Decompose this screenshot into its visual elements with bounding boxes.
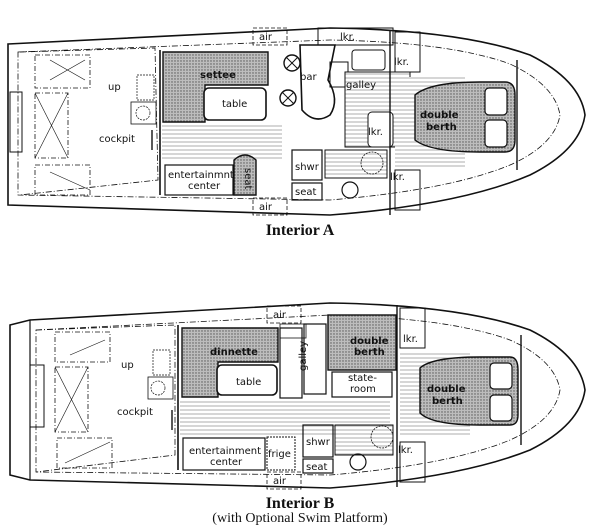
label-double-berth-aft-1: double xyxy=(350,336,389,347)
settee-shape xyxy=(162,51,269,123)
label-air-bottom: air xyxy=(273,476,287,487)
label-shwr: shwr xyxy=(295,162,320,173)
label-entertainment-2: center xyxy=(210,457,243,468)
caption-interior-a: Interior A xyxy=(265,222,335,239)
label-double-berth-fwd-1: double xyxy=(427,384,466,395)
label-table: table xyxy=(236,377,261,388)
hull-outline xyxy=(7,27,586,216)
label-double-berth-aft-2: berth xyxy=(354,347,385,358)
subcaption-interior-b: (with Optional Swim Platform) xyxy=(212,511,388,526)
label-double-berth-2: berth xyxy=(426,122,457,133)
label-lkr-fwd-bottom: lkr. xyxy=(390,172,405,183)
label-up: up xyxy=(108,82,121,93)
label-lkr-top: lkr. xyxy=(340,32,355,43)
label-entertainment-1: entertainmnt xyxy=(168,170,234,181)
interior-a-labels: air air lkr. lkr. lkr. lkr. settee table… xyxy=(99,32,459,213)
label-seat: seat xyxy=(295,187,316,198)
caption-interior-b: Interior B xyxy=(265,495,335,512)
label-seat-side: seat xyxy=(242,168,253,189)
label-entertainment-1: entertainment xyxy=(189,446,261,457)
label-settee: settee xyxy=(200,70,236,81)
label-stateroom-2: room xyxy=(350,384,376,395)
label-double-berth-1: double xyxy=(420,110,459,121)
label-lkr-fwd-top: lkr. xyxy=(394,57,409,68)
label-stateroom-1: state- xyxy=(348,373,377,384)
label-air-bottom: air xyxy=(259,202,273,213)
interior-a-plan xyxy=(7,27,586,216)
label-entertainment-2: center xyxy=(188,181,221,192)
interior-b-plan xyxy=(9,302,586,490)
label-air-top: air xyxy=(259,32,273,43)
label-dinnette: dinnette xyxy=(210,347,258,358)
label-shwr: shwr xyxy=(306,437,331,448)
label-seat: seat xyxy=(306,462,327,473)
label-galley: galley xyxy=(298,341,309,371)
label-cockpit: cockpit xyxy=(117,407,153,418)
label-double-berth-fwd-2: berth xyxy=(432,396,463,407)
interior-b-labels: air air dinnette table galley double ber… xyxy=(117,310,466,487)
label-table: table xyxy=(222,99,247,110)
label-lkr-bottom: lkr. xyxy=(398,445,413,456)
label-lkr-top: lkr. xyxy=(403,334,418,345)
label-cockpit: cockpit xyxy=(99,134,135,145)
label-air-top: air xyxy=(273,310,287,321)
label-lkr-mid: lkr. xyxy=(368,127,383,138)
label-frige: frige xyxy=(268,449,291,460)
label-galley: galley xyxy=(346,80,376,91)
label-bar: bar xyxy=(300,72,317,83)
label-up: up xyxy=(121,360,134,371)
